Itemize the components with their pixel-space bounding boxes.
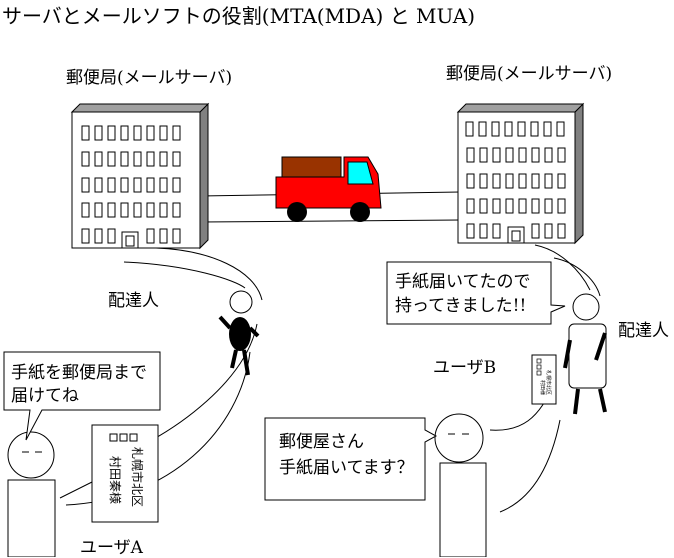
speech-bubble-user-b: 郵便屋さん 手紙届いてます？ — [264, 417, 438, 501]
letter-a-address: 札幌市北区 — [130, 447, 145, 507]
server-left-label: 郵便局(メールサーバ) — [66, 68, 233, 88]
carrier-left-figure — [218, 290, 260, 376]
carrier-left-label: 配達人 — [108, 291, 159, 311]
bubble-b-line2: 手紙届いてます？ — [279, 458, 414, 478]
post-office-building-left — [70, 102, 210, 250]
bubble-b-line1: 郵便屋さん — [279, 432, 364, 452]
diagram-title: サーバとメールソフトの役割(MTA(MDA) と MUA) — [2, 4, 476, 28]
letter-b-address: 札幌市北区 — [545, 370, 552, 395]
delivery-truck-icon — [275, 156, 382, 222]
letter-b-icon: 札幌市北区 村田様 — [531, 354, 557, 405]
user-b-label: ユーザB — [433, 358, 497, 378]
user-a-label: ユーザA — [80, 538, 143, 558]
delivery-path-left — [59, 247, 263, 506]
carrier-right-label: 配達人 — [618, 321, 669, 341]
speech-bubble-carrier-b: 手紙届いてたので 持ってきました!! — [386, 261, 566, 325]
bubble-carrier-line2: 持ってきました!! — [395, 296, 526, 316]
user-b-figure — [434, 413, 487, 557]
bubble-carrier-line1: 手紙届いてたので — [395, 272, 531, 292]
user-a-figure — [7, 431, 56, 557]
post-office-building-right — [456, 102, 585, 245]
bubble-a-line1: 手紙を郵便局まで — [11, 363, 147, 383]
letter-a-icon: 札幌市北区 村田秦様 — [91, 424, 159, 523]
letter-b-name: 村田様 — [539, 380, 546, 395]
speech-bubble-user-a: 手紙を郵便局まで 届けてね — [3, 351, 161, 441]
door-icon — [121, 231, 139, 249]
bubble-a-line2: 届けてね — [11, 386, 79, 406]
carrier-right-figure — [563, 293, 607, 415]
server-right-label: 郵便局(メールサーバ) — [446, 64, 613, 84]
door-icon — [507, 226, 525, 244]
letter-a-name: 村田秦様 — [108, 456, 122, 504]
